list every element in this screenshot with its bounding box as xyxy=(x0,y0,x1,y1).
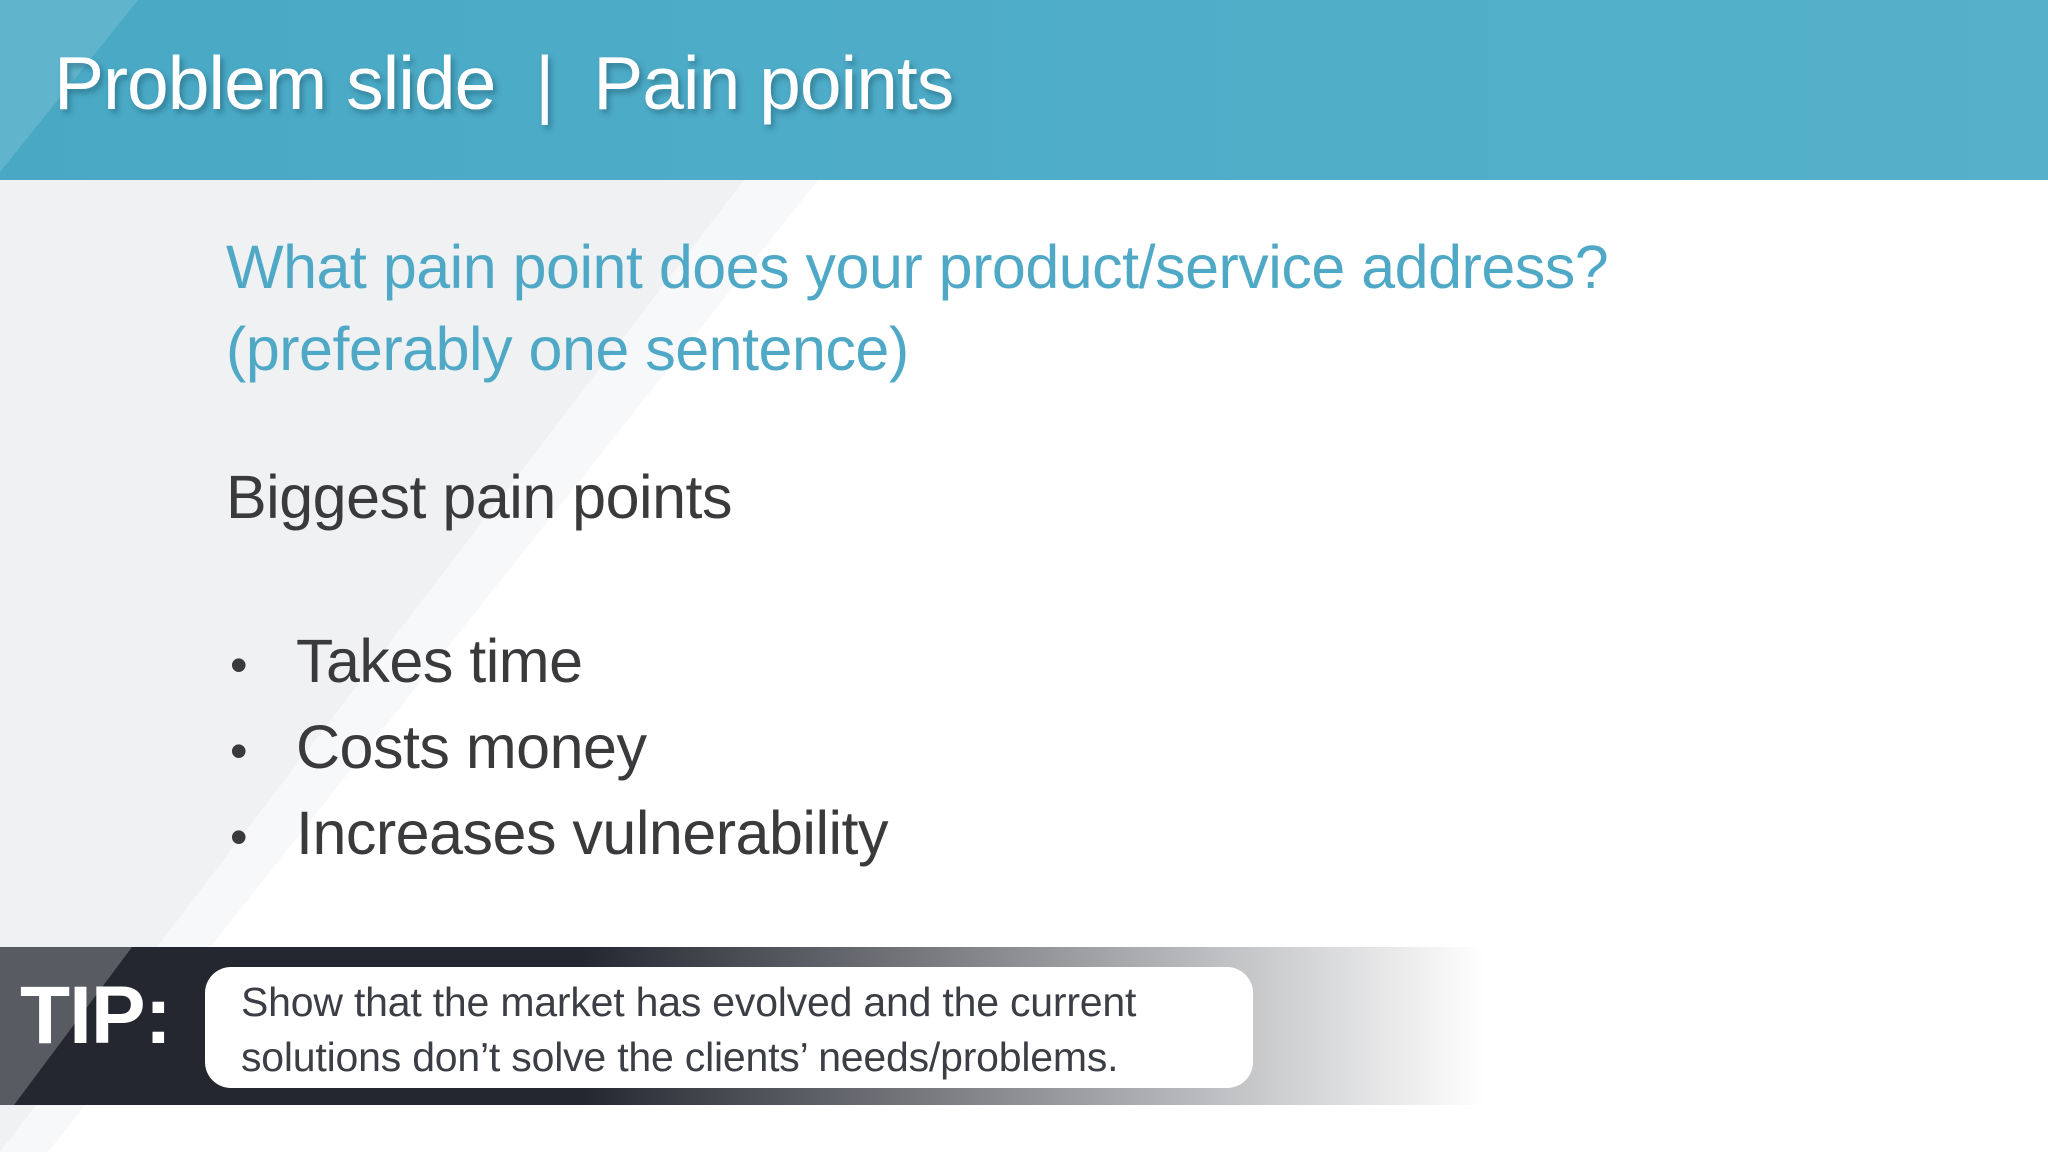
slide-title: Problem slide | Pain points xyxy=(54,41,954,125)
tip-line1: Show that the market has evolved and the… xyxy=(241,979,1137,1025)
bullet-text: Increases vulnerability xyxy=(296,799,889,867)
question-text: What pain point does your product/servic… xyxy=(226,226,1609,390)
bullet-dot-icon xyxy=(230,706,296,792)
bullet-text: Takes time xyxy=(296,627,583,695)
slide-body: What pain point does your product/servic… xyxy=(0,180,2048,1152)
bullet-item: Takes time xyxy=(230,620,888,706)
tip-callout-box: Show that the market has evolved and the… xyxy=(205,967,1253,1088)
bullet-dot-icon xyxy=(230,620,296,706)
slide-header-band: Problem slide | Pain points xyxy=(0,0,2048,183)
bullet-item: Costs money xyxy=(230,706,888,792)
tip-line2: solutions don’t solve the clients’ needs… xyxy=(241,1034,1119,1080)
tip-band: TIP: Show that the market has evolved an… xyxy=(0,947,1530,1105)
bullet-text: Costs money xyxy=(296,713,647,781)
bullet-dot-icon xyxy=(230,792,296,878)
bullet-list: Takes time Costs money Increases vulnera… xyxy=(230,620,889,878)
question-line2: (preferably one sentence) xyxy=(226,315,909,383)
tip-label: TIP: xyxy=(20,970,172,1061)
subtitle-text: Biggest pain points xyxy=(226,463,732,531)
question-line1: What pain point does your product/servic… xyxy=(226,233,1609,301)
bullet-item: Increases vulnerability xyxy=(230,792,889,878)
